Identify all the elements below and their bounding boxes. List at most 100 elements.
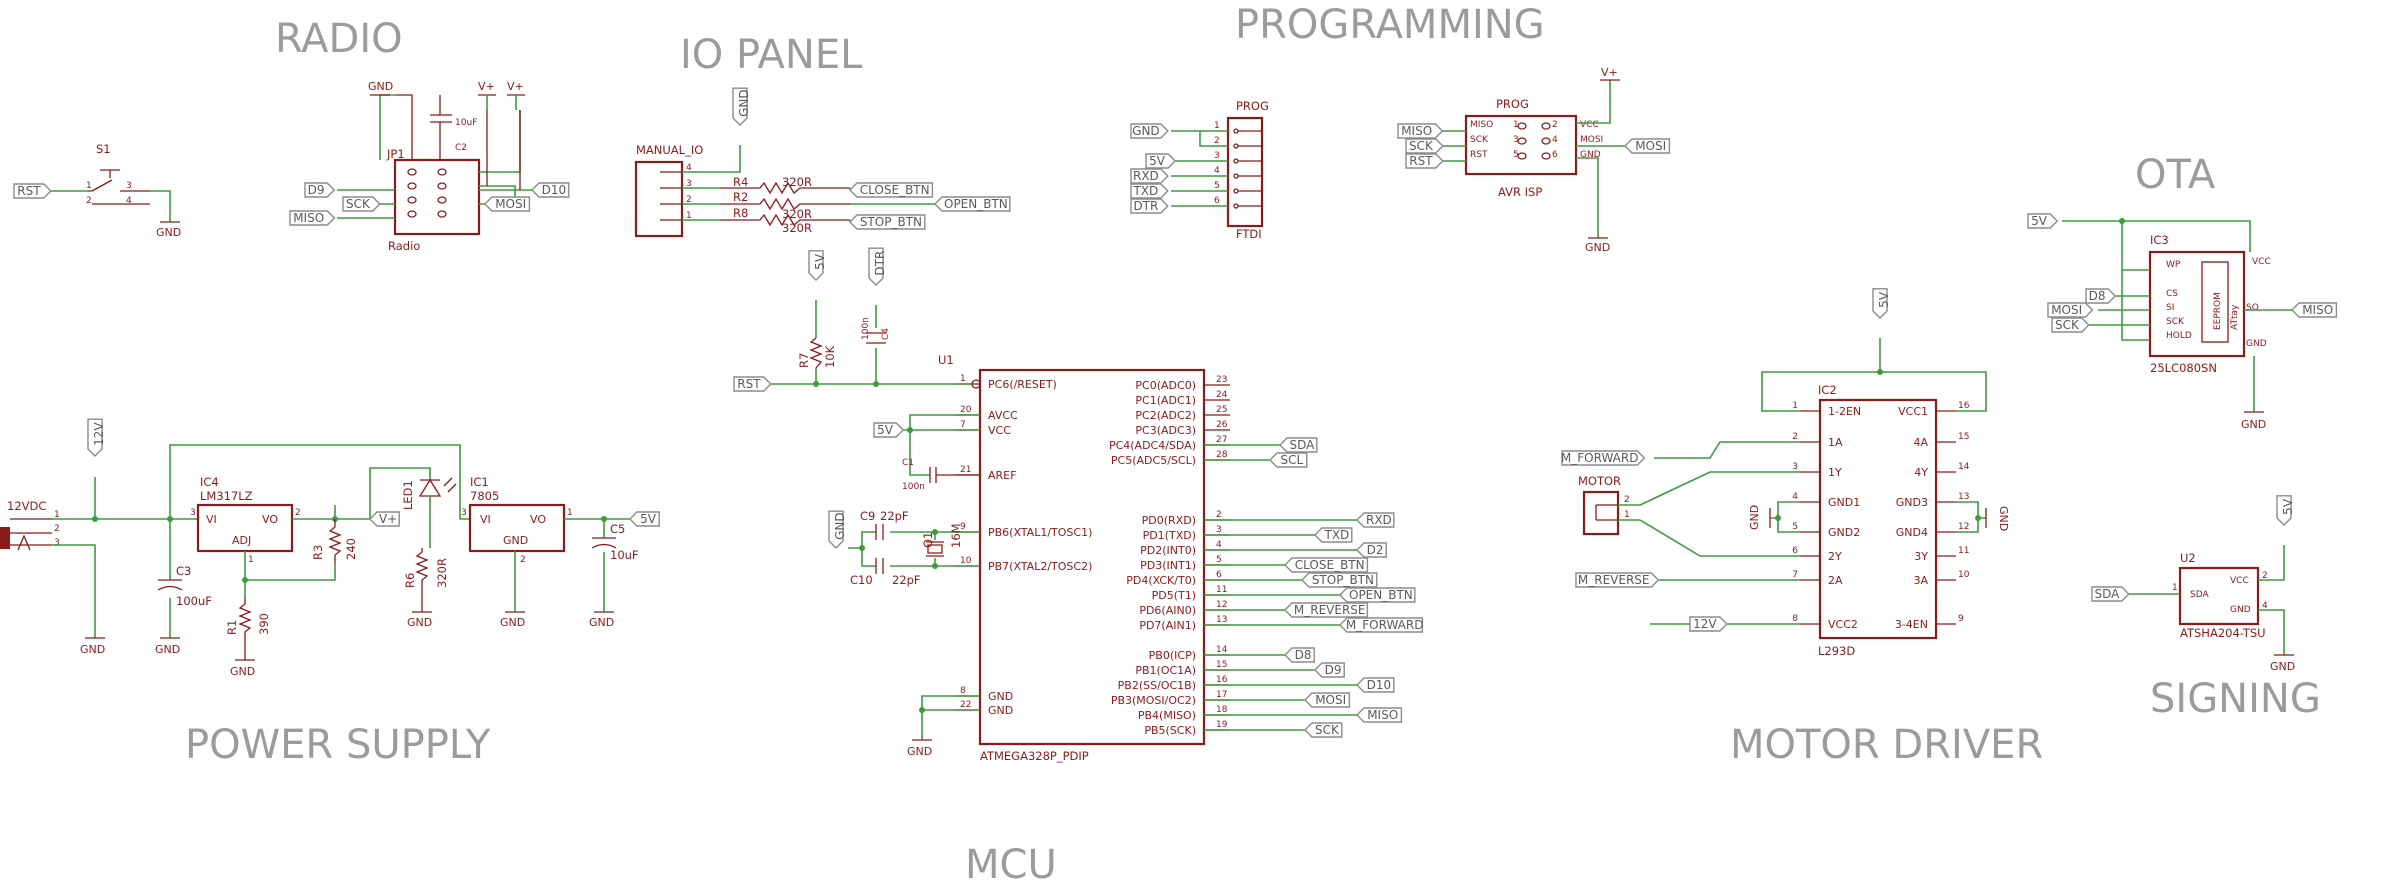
- atsha204-chip: [2178, 566, 2260, 626]
- net-flag-label: SCK: [1409, 139, 1434, 153]
- mcu-pin-name: PD4(XCK/T0): [1126, 574, 1196, 587]
- net-flag-12v-ps: 12V: [87, 418, 106, 457]
- motor-pin-number: 12: [1958, 522, 1969, 532]
- net-flag-miso-1: MISO: [289, 210, 336, 226]
- mcu-pin-number: 19: [1216, 720, 1228, 730]
- s1-pin-1: 1: [86, 181, 92, 191]
- net-flag-shape: [87, 418, 103, 457]
- mcu-pin-number: 3: [1216, 525, 1222, 535]
- dc-jack-label: 12VDC: [7, 499, 46, 513]
- jp1-label: JP1: [386, 147, 405, 161]
- net-flag-shape: [289, 210, 336, 226]
- mcu-pin-number: 27: [1216, 435, 1227, 445]
- isp-left-rst: RST: [1470, 150, 1488, 160]
- ftdi-pin-6: 6: [1214, 196, 1220, 206]
- section-title-signing: SIGNING: [2150, 676, 2321, 722]
- c2-label: C2: [455, 143, 467, 153]
- radio-section: S1 1 2 3 4 GND JP1 Radio GND C2 10uF V+ …: [50, 80, 540, 253]
- led1-label: LED1: [401, 480, 415, 510]
- section-title-ota: OTA: [2135, 152, 2216, 198]
- io-pin-4: 4: [686, 163, 692, 173]
- net-flag-shape: [484, 196, 531, 212]
- r7-label: R7: [797, 353, 811, 368]
- isp-even-2: 2: [1552, 120, 1558, 130]
- net-flag-stop-btn-1: STOP_BTN: [849, 214, 926, 230]
- net-flag-open-btn-1: OPEN_BTN: [934, 196, 1011, 212]
- net-flag-label: GND: [833, 512, 847, 540]
- net-flag-shape: [1397, 123, 1444, 139]
- isp-left-miso: MISO: [1470, 120, 1493, 130]
- net-flag-shape: [629, 511, 660, 527]
- net-flag-shape: [1405, 153, 1444, 169]
- motor-pin-number: 3: [1792, 462, 1798, 472]
- net-flag-label: RXD: [1133, 169, 1159, 183]
- motor-pin-name: 4Y: [1914, 466, 1928, 479]
- q1-label: Q1: [921, 532, 935, 548]
- motor-label: MOTOR: [1578, 474, 1621, 488]
- ic4-part: LM317LZ: [200, 489, 253, 503]
- net-flag-d8-mcu: D8: [1284, 647, 1315, 663]
- mcu-pin-name: PC2(ADC2): [1135, 409, 1196, 422]
- c4-label: C4: [881, 328, 891, 340]
- motor-pin-name: 3-4EN: [1895, 618, 1928, 631]
- s1-pin-3: 3: [126, 181, 132, 191]
- ic1-label: IC1: [470, 475, 489, 489]
- net-flag-stop-btn-mcu: STOP_BTN: [1301, 572, 1378, 588]
- net-flag-label: TXD: [1324, 528, 1350, 542]
- io-pin-1: 1: [686, 211, 692, 221]
- mcu-pin-name: PB1(OC1A): [1135, 664, 1196, 677]
- net-flag-label: SCL: [1281, 453, 1304, 467]
- radio-label: Radio: [388, 239, 420, 253]
- mcu-pin-number: 10: [960, 556, 972, 566]
- motor-pin-number: 16: [1958, 401, 1970, 411]
- isp-odd-1: 1: [1513, 120, 1519, 130]
- motor-pin-name: VCC2: [1828, 618, 1858, 631]
- mcu-pin-number: 25: [1216, 405, 1227, 415]
- net-flag-gnd-ftdi: GND: [1130, 123, 1169, 139]
- net-flag-d10-mcu: D10: [1356, 677, 1395, 693]
- io-panel-section: MANUAL_IO 4 3 2 1 R4 320R R2 320R R8 320…: [634, 143, 935, 238]
- motor-pin-number: 5: [1792, 522, 1798, 532]
- u2-pinnum-4: 4: [2262, 601, 2268, 611]
- net-flag-miso-ota: MISO: [2291, 302, 2338, 318]
- net-flag-5v-ftdi: 5V: [1145, 153, 1177, 169]
- net-flag-d9-mcu: D9: [1314, 662, 1345, 678]
- ota-pin-si: SI: [2166, 303, 2174, 313]
- mcu-pin-number: 2: [1216, 510, 1222, 520]
- s1-pin-2: 2: [86, 196, 92, 206]
- c3-label: C3: [176, 564, 191, 578]
- ic4-pinnum-3: 3: [190, 508, 196, 518]
- net-flag-open-btn-mcu: OPEN_BTN: [1339, 587, 1416, 603]
- mcu-pin-name: PB0(ICP): [1149, 649, 1196, 662]
- ota-pin-hold: HOLD: [2166, 331, 2192, 341]
- u2-pin-sda: SDA: [2190, 590, 2209, 600]
- net-flag-shape: [1356, 677, 1395, 693]
- eeprom-chip-sub: ATtay: [2230, 304, 2240, 330]
- ic4-pin-vo: VO: [262, 513, 278, 526]
- isp-even-4: 4: [1552, 135, 1558, 145]
- net-flag-label: SCK: [346, 197, 371, 211]
- net-flag-shape: [2027, 213, 2059, 229]
- net-flag-shape: [369, 511, 400, 527]
- net-flag-shape: [304, 182, 336, 198]
- mcu-pin-name: PD7(AIN1): [1139, 619, 1196, 632]
- net-flag-label: MOSI: [1635, 139, 1666, 153]
- atmega328p-chip: [978, 368, 1206, 746]
- jack-pin-1: 1: [54, 510, 60, 520]
- net-flag-5v-avcc: 5V: [873, 422, 905, 438]
- net-flag-label: 5V: [640, 512, 657, 526]
- r8-label: R8: [733, 206, 748, 220]
- section-title-radio: RADIO: [275, 16, 403, 62]
- eeprom-chip: [2148, 250, 2246, 358]
- net-flag-label: D9: [1325, 663, 1342, 677]
- net-flag-label: D2: [1367, 543, 1384, 557]
- net-flag-label: D10: [1367, 678, 1392, 692]
- ic2-part: L293D: [1818, 644, 1855, 658]
- net-flag-shape: [2085, 288, 2117, 304]
- net-flag-label: M_REVERSE: [1294, 603, 1366, 617]
- u2-label: U2: [2180, 551, 2196, 565]
- mcu-pin-name: PB7(XTAL2/TOSC2): [988, 560, 1092, 573]
- isp-odd-3: 3: [1513, 135, 1519, 145]
